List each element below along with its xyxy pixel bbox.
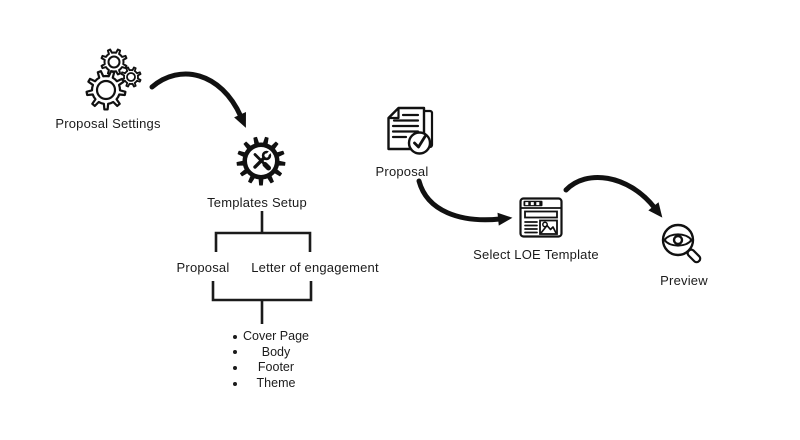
arrow-template-to-preview	[563, 175, 663, 218]
template-window-icon	[519, 197, 563, 238]
preview-magnifier-icon	[661, 223, 702, 264]
image-placeholder-icon	[539, 219, 558, 235]
list-item: Footer	[216, 360, 336, 376]
bullet-dot	[233, 350, 237, 355]
tree-top-bracket	[214, 231, 312, 252]
list-item: Cover Page	[216, 329, 336, 345]
document-check-icon	[387, 106, 434, 155]
list-item: Theme	[216, 376, 336, 392]
preview-label: Preview	[660, 273, 708, 288]
list-item-label: Theme	[256, 375, 296, 390]
template-parts-list: Cover Page Body Footer Theme	[216, 329, 336, 391]
list-item-label: Cover Page	[242, 329, 309, 343]
list-item-label: Footer	[257, 360, 295, 375]
gears-icon	[85, 48, 142, 111]
list-item-label: Body	[261, 344, 291, 359]
bullet-dot	[233, 365, 237, 370]
bullet-dot	[233, 381, 237, 386]
eye-icon	[663, 233, 693, 247]
arrow-proposal-to-template	[416, 178, 513, 226]
tree-bottom-bracket	[211, 281, 313, 302]
proposal-doc-label: Proposal	[375, 164, 429, 179]
branch-proposal-label: Proposal	[176, 260, 230, 275]
arrow-settings-to-setup	[149, 71, 246, 128]
select-loe-template-label: Select LOE Template	[473, 247, 599, 262]
list-item: Body	[216, 345, 336, 361]
templates-setup-label: Templates Setup	[207, 195, 307, 210]
setup-gear-icon	[236, 136, 286, 186]
wrench-icon	[253, 156, 266, 169]
proposal-settings-label: Proposal Settings	[55, 116, 161, 131]
branch-loe-label: Letter of engagement	[251, 260, 379, 275]
bullet-dot	[233, 334, 237, 339]
